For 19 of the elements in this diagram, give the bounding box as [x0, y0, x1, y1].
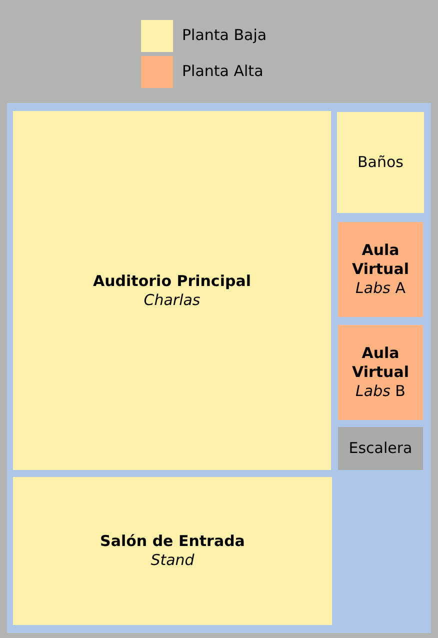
room-use: Labs A: [356, 279, 406, 298]
room-use: Charlas: [144, 290, 200, 310]
room-name: Aula Virtual: [351, 241, 410, 279]
room: [338, 325, 423, 420]
room: [338, 222, 423, 317]
room: [13, 477, 332, 625]
room: [338, 427, 423, 470]
room-name: Escalera: [348, 439, 412, 458]
room-use: Labs B: [356, 382, 406, 401]
room: [337, 112, 424, 213]
legend-label: Planta Baja: [182, 26, 267, 44]
room-name: Baños: [358, 153, 404, 172]
room-name: Salón de Entrada: [100, 532, 245, 551]
building-outline: [7, 103, 431, 633]
room-name: Aula Virtual: [351, 344, 410, 382]
room-name: Auditorio Principal: [93, 272, 251, 290]
legend-label: Planta Alta: [182, 62, 264, 80]
room: [13, 111, 331, 470]
room-use: Stand: [150, 551, 194, 570]
